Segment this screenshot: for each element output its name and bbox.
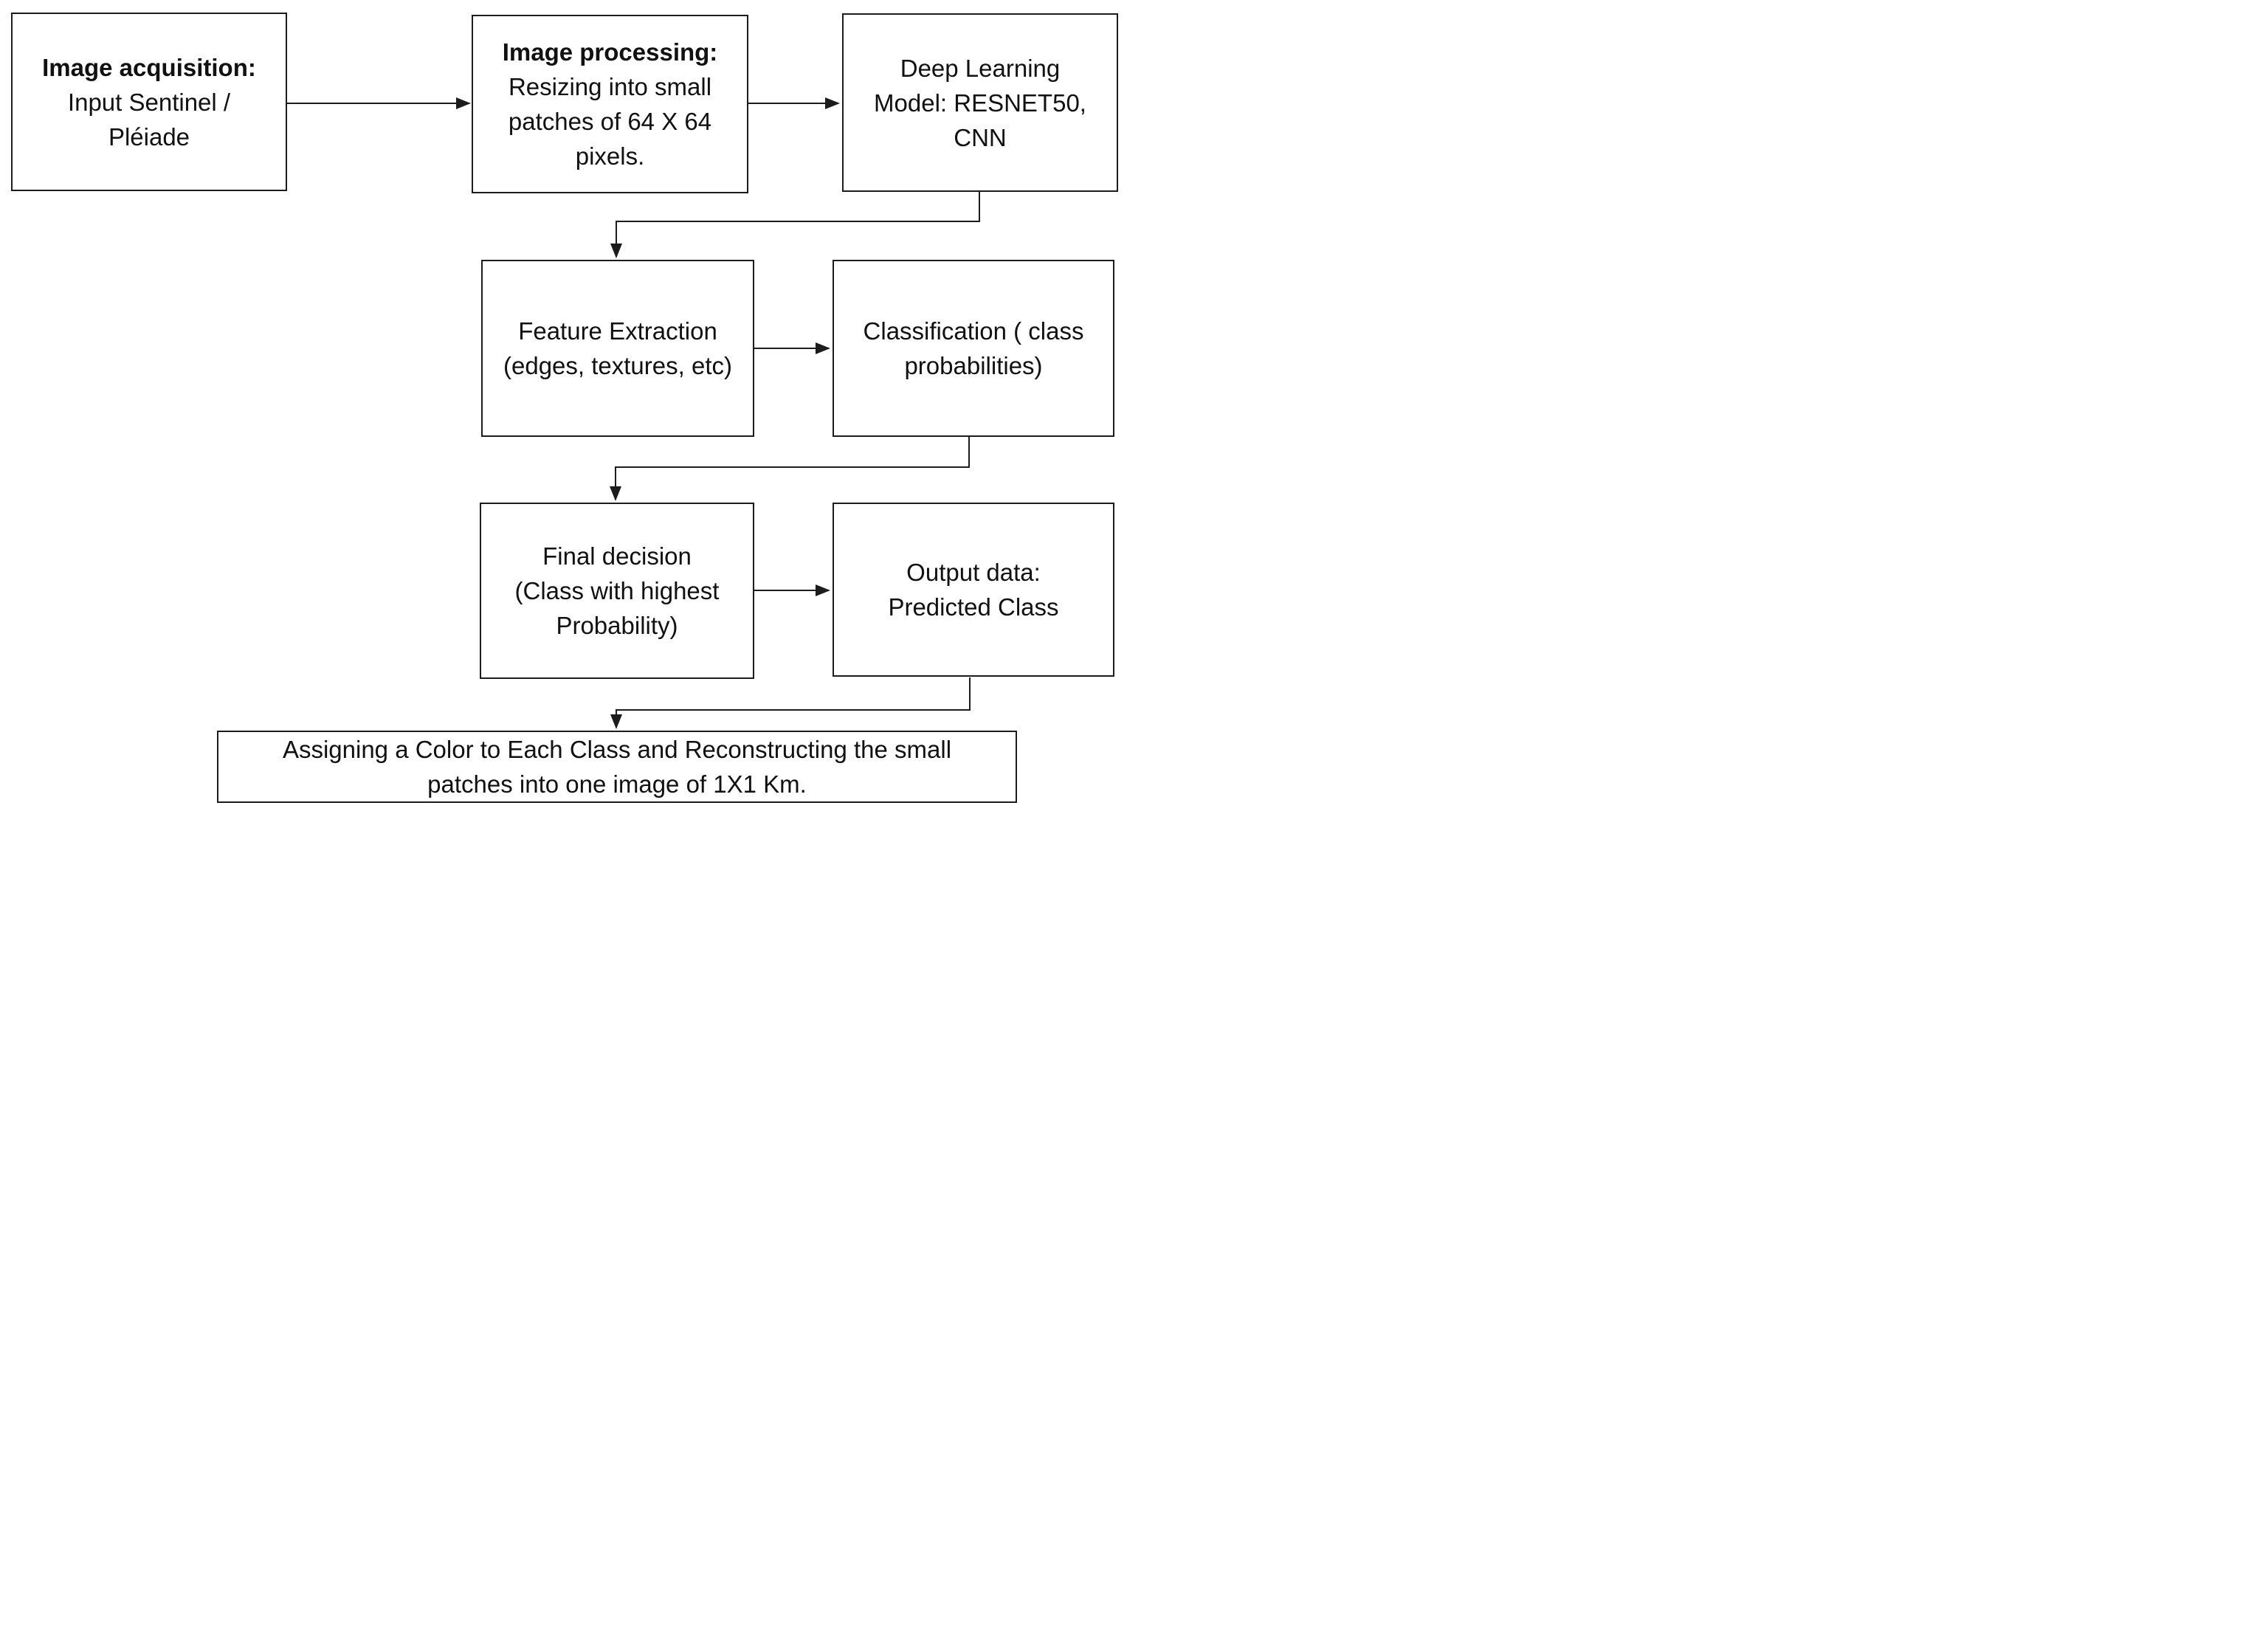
box-text-line: (edges, textures, etc) [503,352,732,379]
box-text-line: Pléiade [108,123,190,151]
box-final-decision: Final decision (Class with highest Proba… [480,503,754,679]
box-text-line: CNN [954,123,1007,151]
box-image-acquisition: Image acquisition: Input Sentinel / Pléi… [11,13,287,191]
box-image-processing: Image processing: Resizing into small pa… [472,15,748,193]
box-text-line: Classification ( class [863,317,1084,345]
connector-layer [287,97,980,729]
box-text-line: probabilities) [904,352,1043,379]
arrow-output-to-reconstruction [610,677,971,729]
box-text-line: Feature Extraction [518,317,717,345]
box-text-line: Deep Learning [900,54,1061,82]
box-text-line: patches into one image of 1X1 Km. [427,770,807,798]
box-text-line: Probability) [556,612,678,639]
box-deep-learning-model: Deep Learning Model: RESNET50, CNN [842,13,1118,192]
box-text-line: Assigning a Color to Each Class and Reco… [282,736,952,763]
box-text-line: Predicted Class [888,593,1059,621]
box-text-line: (Class with highest [514,577,720,604]
box-text-line: pixels. [575,142,645,170]
box-text-line: Output data: [906,559,1041,586]
box-text-line: Final decision [542,542,692,570]
box-text-line: patches of 64 X 64 [508,108,712,135]
box-output-data: Output data: Predicted Class [833,503,1114,677]
box-text-line: Input Sentinel / [67,88,231,116]
box-title: Image processing: [502,38,718,66]
arrow-classification-to-final-decision [610,437,970,501]
box-feature-extraction: Feature Extraction (edges, textures, etc… [481,260,754,437]
box-text-line: Model: RESNET50, [874,89,1086,117]
box-title: Image acquisition: [42,53,256,81]
box-classification: Classification ( class probabilities) [833,260,1114,437]
box-color-reconstruction: Assigning a Color to Each Class and Reco… [217,731,1017,803]
flowchart-canvas: Image acquisition: Input Sentinel / Pléi… [0,0,1134,821]
box-text-line: Resizing into small [508,73,712,100]
arrow-model-to-feature-extraction [610,192,980,258]
